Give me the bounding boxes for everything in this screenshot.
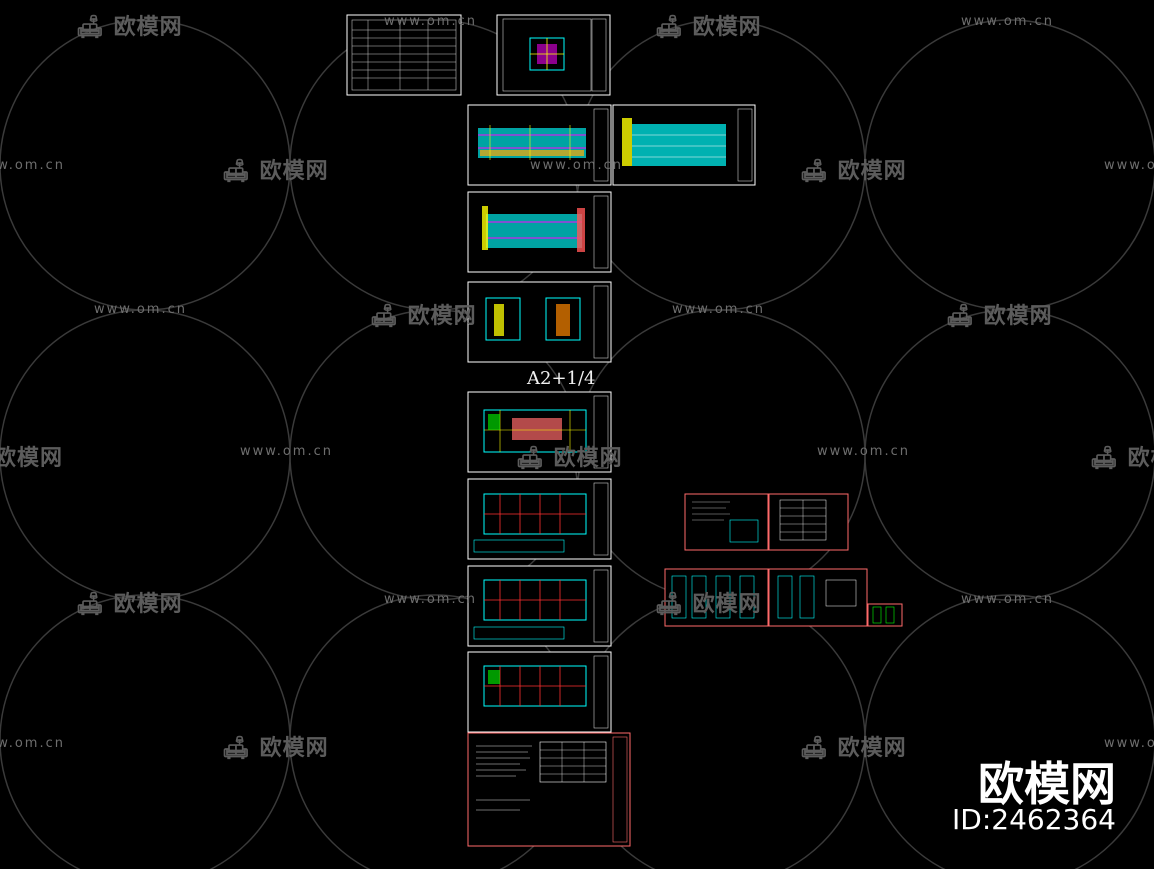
sofa-icon: 🛋 <box>516 446 554 471</box>
watermark-url: www.om.cn <box>94 302 187 317</box>
watermark-url: www.om.cn <box>0 158 65 173</box>
sheet-floor-plan-1[interactable] <box>467 391 612 473</box>
sheet-detail-c[interactable] <box>664 568 769 627</box>
sheet-elevation-front[interactable] <box>467 104 612 186</box>
watermark-logo: 🛋 欧模网 <box>800 736 907 761</box>
watermark-url: www.om.cn <box>817 444 910 459</box>
watermark-url: www.om.cn <box>0 736 65 751</box>
watermark-logo: 🛋 欧模网 <box>222 159 329 184</box>
watermark-logo: 🛋 欧模网 <box>1090 446 1154 471</box>
sheet-detail-a[interactable] <box>684 493 769 551</box>
sofa-icon: 🛋 <box>946 304 984 329</box>
watermark-logo: 🛋 欧模网 <box>800 159 907 184</box>
sofa-icon: 🛋 <box>222 736 260 761</box>
sheet-site-plan[interactable] <box>496 14 611 96</box>
sheet-floor-plan-3[interactable] <box>467 565 612 647</box>
watermark-logo: 🛋 欧模网 <box>222 736 329 761</box>
brand-name: 欧模网 <box>978 757 1116 811</box>
sheet-detail-b[interactable] <box>768 493 849 551</box>
watermark-logo: 🛋 欧模网 <box>655 15 762 40</box>
watermark-url: www.om.cn <box>384 592 477 607</box>
watermark-logo: 🛋 欧模网 <box>370 304 477 329</box>
watermark-logo: 🛋 欧模网 <box>76 15 183 40</box>
watermark-url: www.om.cn <box>384 14 477 29</box>
sheet-detail-e[interactable] <box>867 603 903 627</box>
sheet-floor-plan-2[interactable] <box>467 478 612 560</box>
watermark-logo: 🛋 欧模网 <box>76 592 183 617</box>
sheet-detail-d[interactable] <box>768 568 868 627</box>
sofa-icon: 🛋 <box>76 15 114 40</box>
watermark-logo: 🛋 欧模网 <box>516 446 623 471</box>
sheet-design-notes[interactable] <box>467 732 631 847</box>
sheet-elevation-rear[interactable] <box>467 191 612 273</box>
sofa-icon: 🛋 <box>222 159 260 184</box>
watermark-url: www.om.cn <box>961 14 1054 29</box>
watermark-logo: 🛋 欧模网 <box>655 592 762 617</box>
sofa-icon: 🛋 <box>800 159 838 184</box>
sheet-sections[interactable] <box>467 281 612 363</box>
watermark-logo: 欧模网 <box>0 446 64 471</box>
sofa-icon: 🛋 <box>76 592 114 617</box>
watermark-logo: 🛋 欧模网 <box>946 304 1053 329</box>
watermark-url: www.om.cn <box>1104 736 1154 751</box>
sofa-icon: 🛋 <box>655 15 693 40</box>
watermark-url: www.om.cn <box>961 592 1054 607</box>
sofa-icon: 🛋 <box>800 736 838 761</box>
sofa-icon: 🛋 <box>655 592 693 617</box>
sheet-index-table[interactable] <box>346 14 462 96</box>
watermark-url: www.om.cn <box>530 158 623 173</box>
sofa-icon: 🛋 <box>370 304 408 329</box>
sheet-size-label: A2+1/4 <box>527 368 596 389</box>
brand-id: ID:2462364 <box>952 803 1116 836</box>
sofa-icon: 🛋 <box>1090 446 1128 471</box>
sheet-elevation-side[interactable] <box>612 104 756 186</box>
watermark-url: www.om.cn <box>1104 158 1154 173</box>
sheet-floor-plan-4[interactable] <box>467 651 612 733</box>
watermark-url: www.om.cn <box>240 444 333 459</box>
watermark-url: www.om.cn <box>672 302 765 317</box>
